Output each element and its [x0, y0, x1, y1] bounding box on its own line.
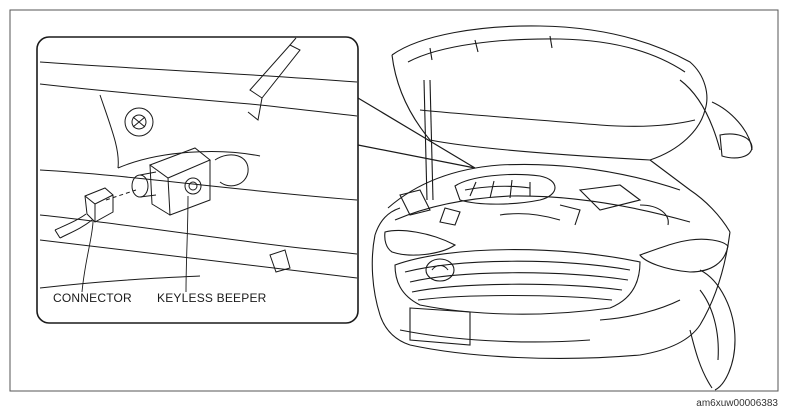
callout-pointer — [357, 97, 476, 169]
detail-inset-frame — [36, 36, 359, 324]
vehicle-front-illustration — [371, 25, 753, 391]
connector-label: CONNECTOR — [53, 291, 132, 305]
figure-id: am6xuw00006383 — [696, 398, 778, 409]
keyless-beeper-label: KEYLESS BEEPER — [157, 291, 267, 305]
outer-frame — [9, 9, 779, 392]
detail-inset-drawing — [39, 37, 358, 293]
